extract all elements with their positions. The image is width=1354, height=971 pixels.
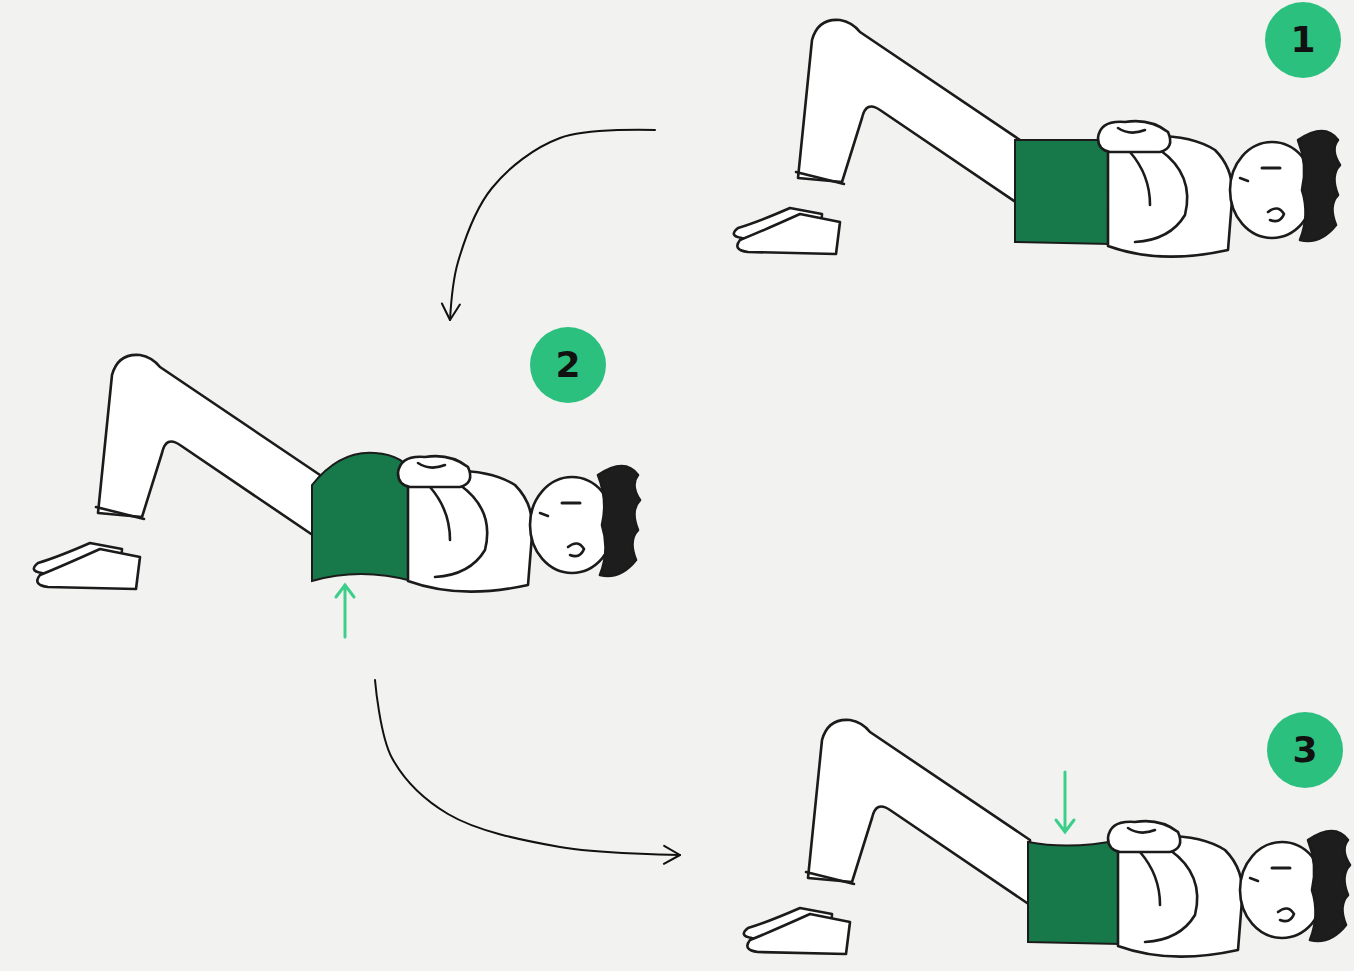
belly-contracted xyxy=(1028,840,1120,944)
step-number: 3 xyxy=(1267,712,1343,788)
legs xyxy=(734,20,1020,254)
figure-step-one xyxy=(734,20,1340,257)
flow-arrow xyxy=(375,680,680,855)
step-region: 2 xyxy=(0,320,640,680)
figure-step-three xyxy=(744,720,1350,957)
exhale-arrow xyxy=(1056,772,1074,832)
legs xyxy=(744,720,1030,954)
legs xyxy=(34,355,320,589)
upper-body xyxy=(1098,121,1340,257)
upper-body xyxy=(1108,821,1350,957)
step-region: 3 xyxy=(680,700,1354,971)
flow-arrow xyxy=(450,130,655,320)
step-region: 1 xyxy=(655,0,1354,270)
upper-body xyxy=(398,456,640,592)
inhale-arrow xyxy=(336,585,354,637)
belly-neutral xyxy=(1015,140,1110,244)
step-number: 1 xyxy=(1265,2,1341,78)
step-number: 2 xyxy=(530,327,606,403)
